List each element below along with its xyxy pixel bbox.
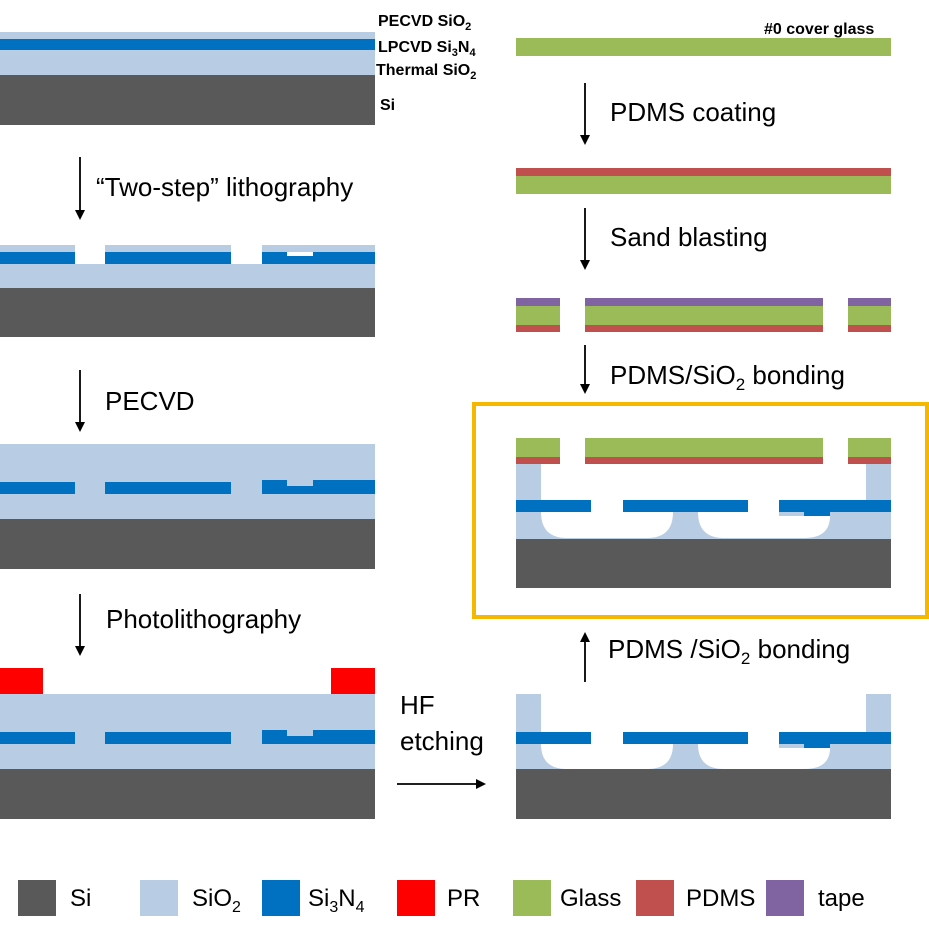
legend-label-sio2: SiO2 <box>192 885 241 916</box>
thermal-sio2-layer <box>0 50 375 75</box>
step-pdms-coating: PDMS coating <box>610 97 776 127</box>
legend-swatch-tape <box>766 880 804 916</box>
legend-label-pr: PR <box>447 885 480 912</box>
si-substrate <box>516 539 891 588</box>
stage-after-lithography <box>0 245 375 337</box>
photoresist-left <box>0 668 43 694</box>
step-two-step-lithography: “Two-step” lithography <box>96 172 353 202</box>
legend-swatch-pr <box>397 880 435 916</box>
legend: Si SiO2 Si3N4 PR Glass PDMS tape <box>18 880 865 916</box>
pecvd-sio2-top-layer <box>0 32 375 39</box>
step-pecvd: PECVD <box>105 386 195 416</box>
step-hf: HF <box>400 690 435 720</box>
si-substrate <box>0 75 375 125</box>
si-substrate <box>0 519 375 569</box>
legend-label-tape: tape <box>818 885 865 912</box>
label-si: Si <box>380 97 395 114</box>
label-thermal-sio2: Thermal SiO2 <box>376 62 476 82</box>
legend-label-pdms: PDMS <box>686 885 755 912</box>
step-photolithography: Photolithography <box>106 604 301 634</box>
photoresist-right <box>331 668 375 694</box>
stage-after-pecvd <box>0 444 375 569</box>
stage-sand-blasted <box>516 298 891 332</box>
step-bonding-top: PDMS/SiO2 bonding <box>610 360 845 394</box>
legend-swatch-sio2 <box>140 880 178 916</box>
legend-swatch-glass <box>513 880 551 916</box>
step-sand-blasting: Sand blasting <box>610 222 768 252</box>
label-lpcvd-si3n4: LPCVD Si3N4 <box>378 39 476 59</box>
stage-after-hf-etching <box>516 694 891 819</box>
si-substrate <box>0 288 375 337</box>
legend-label-glass: Glass <box>560 885 621 912</box>
stage-pdms-coated-glass <box>516 168 891 194</box>
label-pecvd-sio2: PECVD SiO2 <box>378 13 471 33</box>
stage-with-photoresist <box>0 668 375 819</box>
stage-final-bonded-device <box>516 438 891 588</box>
label-cover-glass: #0 cover glass <box>764 21 874 38</box>
cover-glass <box>516 38 891 56</box>
legend-swatch-si3n4 <box>262 880 300 916</box>
stage-initial-stack <box>0 32 375 125</box>
lpcvd-si3n4-layer <box>0 39 375 50</box>
final-device-highlight <box>472 402 929 619</box>
legend-swatch-si <box>18 880 56 916</box>
legend-label-si3n4: Si3N4 <box>308 885 365 916</box>
step-bonding-bottom: PDMS /SiO2 bonding <box>608 634 850 668</box>
step-etching: etching <box>400 726 484 756</box>
si-substrate <box>0 769 375 819</box>
legend-swatch-pdms <box>636 880 674 916</box>
legend-label-si: Si <box>70 885 91 912</box>
si-substrate <box>516 769 891 819</box>
